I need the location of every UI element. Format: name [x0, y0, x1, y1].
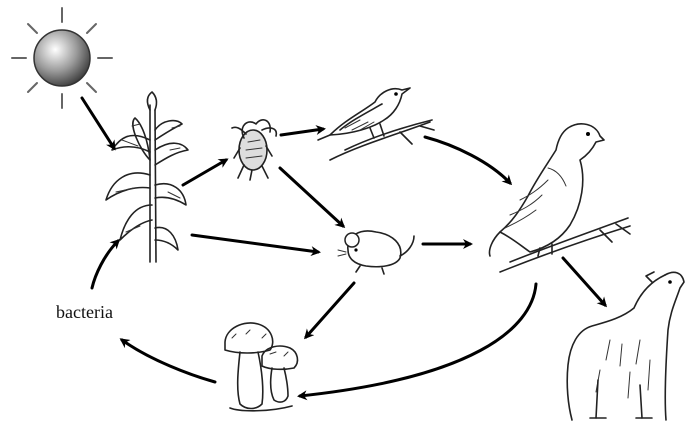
- arrow-mushroom-to-bacteria: [122, 340, 215, 382]
- grasshopper-icon: [232, 120, 276, 180]
- sun-icon: [12, 8, 112, 108]
- mouse-icon: [338, 231, 414, 274]
- hawk-icon: [489, 124, 630, 272]
- arrow-grasshopper-to-mouse: [280, 168, 343, 226]
- arrow-corn-to-mouse: [192, 235, 318, 252]
- arrow-sun-to-corn: [82, 98, 114, 148]
- mushroom-icon: [225, 323, 297, 411]
- arrow-corn-to-grasshopper: [183, 160, 226, 185]
- arrow-grasshopper-to-bird: [281, 129, 323, 135]
- wolf-icon: [567, 272, 684, 420]
- arrow-bird-to-hawk: [425, 137, 510, 183]
- songbird-icon: [318, 88, 434, 160]
- corn-plant-icon: [106, 92, 188, 262]
- arrow-mouse-to-mushroom: [306, 283, 354, 337]
- bacteria-label: bacteria: [56, 302, 113, 322]
- arrow-hawk-to-wolf: [563, 258, 605, 305]
- energy-flow-arrows: [82, 98, 605, 396]
- arrow-hawk-to-mushroom: [300, 284, 536, 396]
- arrow-bacteria-to-corn: [92, 241, 118, 288]
